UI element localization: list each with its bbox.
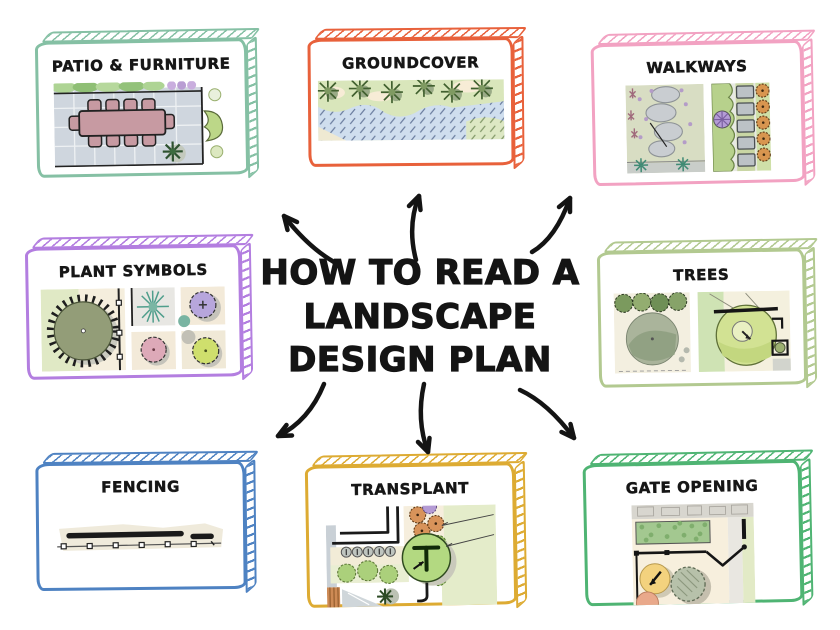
large-canopy (625, 312, 679, 366)
card-top-edge (41, 450, 260, 465)
fencing-label: FENCING (101, 477, 181, 497)
card-right-edge (512, 33, 525, 171)
tree-symbol (639, 563, 676, 598)
card-transplant: TRANSPLANT (304, 451, 529, 610)
pink-shrub-symbol (131, 331, 177, 371)
card-right-edge (801, 36, 816, 187)
card-trees: TREES (596, 237, 819, 390)
page-title: HOW TO READ A LANDSCAPE DESIGN PLAN (250, 252, 590, 383)
flagstone-texture (636, 504, 749, 517)
card-gate-opening: GATE OPENING (582, 449, 815, 607)
hedge-block (635, 520, 711, 545)
arrow-up-right-icon (529, 195, 573, 255)
fern-plants (634, 157, 691, 173)
spiky-plant (377, 588, 400, 605)
green-shrub-symbol (181, 330, 226, 370)
card-right-edge (245, 34, 260, 180)
paver-walkway-drawing (711, 82, 772, 172)
stepping-stone-path-drawing (625, 83, 706, 174)
trees-plan-illustration (601, 290, 804, 374)
card-right-edge (244, 457, 257, 594)
walkways-label: WALKWAYS (646, 56, 748, 78)
arrow-down-left-icon (275, 381, 327, 439)
corner-plant (162, 141, 186, 163)
table-and-chairs (68, 98, 176, 148)
card-fencing: FENCING (35, 450, 260, 594)
patio-plan-illustration (39, 80, 246, 168)
plant-symbols-label: PLANT SYMBOLS (58, 260, 208, 282)
round-shrub-row (755, 83, 771, 162)
title-line-3: DESIGN PLAN (288, 339, 552, 381)
card-right-edge (513, 458, 528, 610)
title-line-2: LANDSCAPE (303, 296, 537, 337)
transplant-plan-drawing (325, 504, 498, 608)
arrow-down-right-icon (517, 387, 577, 441)
fence-symbol-drawing (57, 523, 224, 551)
card-walkways: WALKWAYS (590, 29, 817, 187)
plant-symbols-drawing (40, 286, 226, 372)
transplant-symbol (401, 532, 457, 586)
title-line-1: HOW TO READ A (260, 252, 580, 293)
transplant-plan-illustration (309, 504, 515, 608)
starburst-plants (317, 79, 494, 105)
arrow-down-icon (415, 381, 432, 455)
card-plant-symbols: PLANT SYMBOLS (24, 233, 255, 382)
hatched-bush (670, 566, 712, 606)
pinwheel-flower (713, 110, 732, 129)
gate-opening-plan-illustration (586, 502, 800, 606)
trees-label: TREES (673, 265, 730, 285)
card-right-edge (799, 456, 814, 607)
starburst-symbol (130, 287, 176, 327)
card-right-edge (803, 244, 818, 390)
card-groundcover: GROUNDCOVER (307, 26, 528, 171)
card-patio-furniture: PATIO & FURNITURE (34, 27, 261, 180)
groundcover-label: GROUNDCOVER (341, 53, 480, 73)
fencing-symbol-illustration (39, 519, 243, 563)
walkways-plan-illustration (594, 82, 802, 174)
flower-border (627, 88, 638, 139)
transplant-label: TRANSPLANT (351, 478, 470, 500)
gate-opening-label: GATE OPENING (625, 476, 759, 498)
arrow-up-icon (406, 193, 423, 263)
hedge-row (53, 80, 197, 93)
fence-posts (60, 540, 197, 550)
gate-opening-plan-drawing (631, 502, 756, 606)
tree-with-trunk-symbol (709, 292, 777, 366)
patio-furniture-label: PATIO & FURNITURE (51, 54, 231, 76)
leader-lines (441, 514, 495, 547)
fence-and-gate (633, 518, 747, 606)
purple-shrub-symbol (178, 286, 226, 328)
groundcover-plan-drawing (317, 79, 505, 141)
groundcover-plan-illustration (311, 79, 512, 141)
plant-symbols-illustration (29, 286, 240, 372)
card-top-edge (313, 26, 528, 40)
trees-plan-drawing (613, 290, 791, 374)
patio-plan-drawing (53, 80, 224, 168)
